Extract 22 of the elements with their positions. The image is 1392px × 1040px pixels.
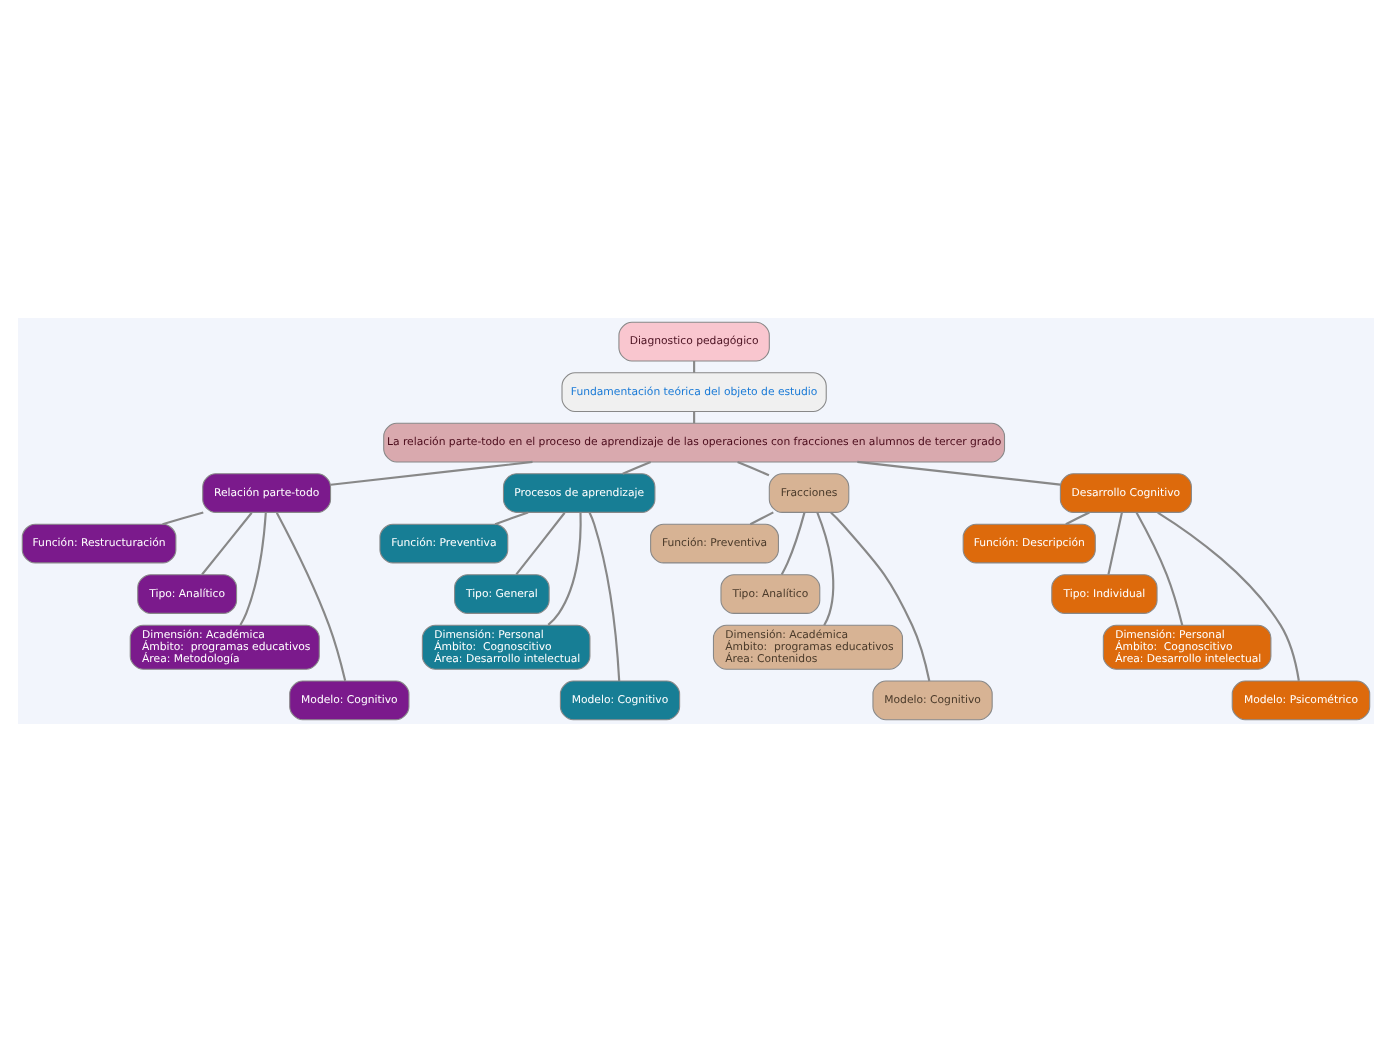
- connector: [515, 511, 566, 575]
- connector: [622, 459, 652, 474]
- connector: [275, 511, 347, 680]
- connector: [830, 510, 931, 681]
- connector: [1157, 510, 1300, 680]
- connector: [737, 459, 770, 476]
- connector: [494, 510, 529, 525]
- connector: [693, 359, 696, 372]
- connector: [1107, 511, 1123, 574]
- connector: [330, 459, 533, 485]
- connector: [857, 459, 1061, 485]
- connector: [239, 511, 267, 625]
- connector: [816, 511, 835, 625]
- connector: [162, 510, 204, 525]
- connector: [1065, 510, 1090, 525]
- connector: [201, 511, 253, 575]
- connector: [1135, 511, 1184, 625]
- connector: [749, 510, 774, 525]
- connector: [547, 511, 582, 625]
- connector: [588, 511, 621, 681]
- connector: [780, 511, 806, 575]
- connector: [693, 410, 696, 423]
